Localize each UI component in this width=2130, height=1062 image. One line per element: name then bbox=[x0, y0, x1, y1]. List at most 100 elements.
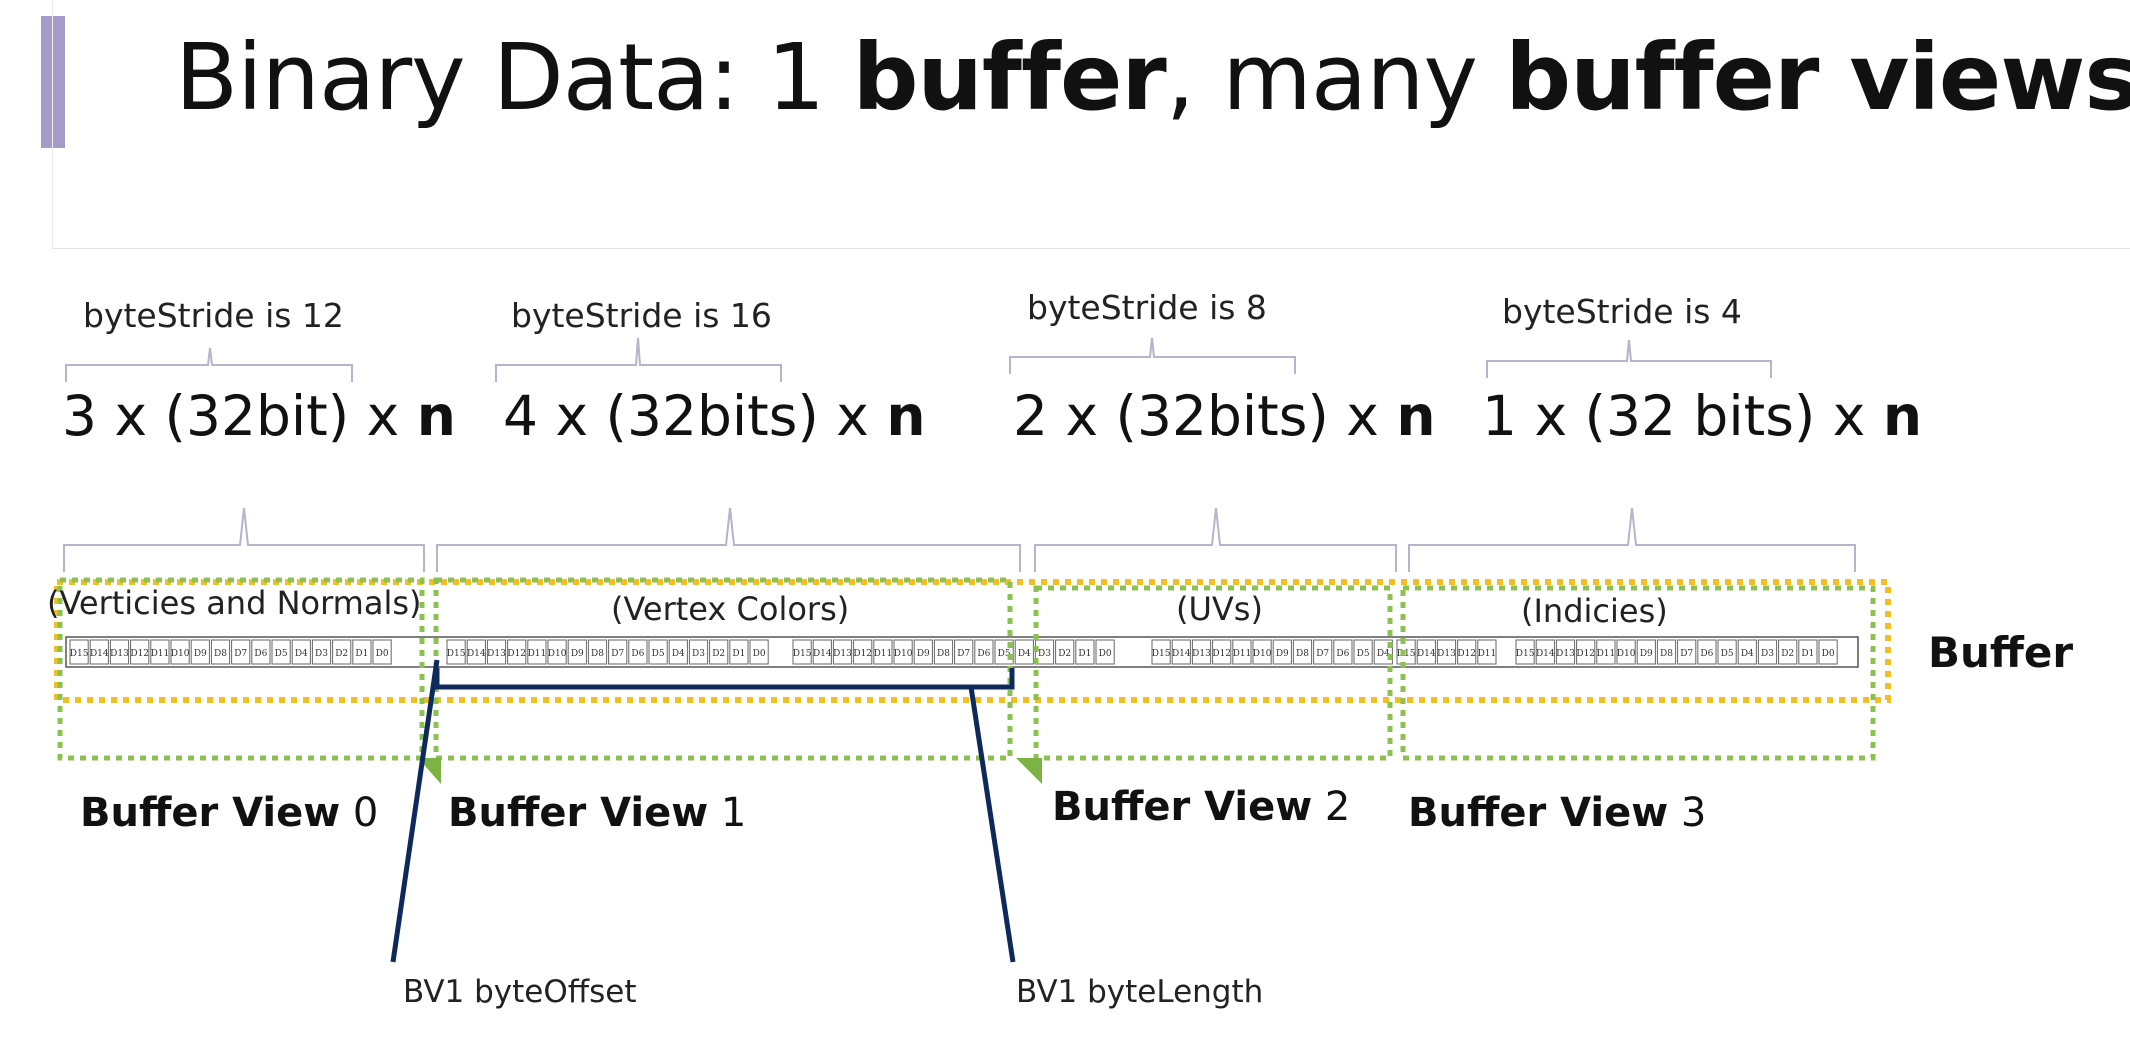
stride-brace-2 bbox=[1009, 337, 1296, 374]
bit-cell bbox=[1212, 639, 1232, 665]
bit-cell bbox=[1737, 639, 1757, 665]
bit-cell bbox=[1272, 639, 1292, 665]
bit-cell bbox=[446, 639, 466, 665]
bit-cell-label: D9 bbox=[1276, 649, 1289, 659]
bit-cell bbox=[1171, 639, 1191, 665]
buffer-view-0-index: 0 bbox=[352, 790, 379, 836]
bit-cell-label: D5 bbox=[998, 649, 1011, 659]
bit-cell-label: D13 bbox=[1437, 649, 1456, 659]
bit-cell-label: D13 bbox=[487, 649, 506, 659]
bit-cell-label: D8 bbox=[1660, 649, 1673, 659]
bit-cell-label: D6 bbox=[1336, 649, 1349, 659]
buffer-view-1-word: Buffer View bbox=[448, 790, 709, 836]
bit-cell bbox=[507, 639, 527, 665]
bit-cell bbox=[332, 639, 352, 665]
bit-cell-label: D7 bbox=[234, 649, 247, 659]
bit-cell-label: D3 bbox=[1038, 649, 1051, 659]
bit-cell-label: D2 bbox=[1058, 649, 1071, 659]
bit-cell bbox=[954, 639, 974, 665]
formula-2-n: n bbox=[1396, 384, 1436, 448]
bit-cell bbox=[231, 639, 251, 665]
length-marker bbox=[1016, 758, 1042, 784]
stride-label-1: byteStride is 16 bbox=[511, 296, 772, 335]
bit-cell bbox=[1353, 639, 1373, 665]
bit-cell bbox=[352, 639, 372, 665]
bit-cell-label: D4 bbox=[295, 649, 308, 659]
bit-cell bbox=[1757, 639, 1778, 665]
bit-cell bbox=[69, 639, 89, 665]
bit-cell-label: D12 bbox=[1576, 649, 1595, 659]
bit-cell bbox=[1191, 639, 1212, 665]
bit-cell bbox=[130, 639, 150, 665]
bit-cell-label: D5 bbox=[275, 649, 288, 659]
bit-cell-label: D7 bbox=[1680, 649, 1693, 659]
bit-cell-label: D1 bbox=[1801, 649, 1814, 659]
bit-cell-label: D11 bbox=[1597, 649, 1616, 659]
bit-cell-label: D11 bbox=[874, 649, 893, 659]
bit-cell-label: D9 bbox=[917, 649, 930, 659]
bit-cell bbox=[1616, 639, 1636, 665]
bit-cell-label: D11 bbox=[151, 649, 170, 659]
bit-cell-label: D11 bbox=[528, 649, 547, 659]
bit-cell-label: D10 bbox=[171, 649, 190, 659]
region-brace-2 bbox=[1034, 507, 1397, 572]
title-frame bbox=[52, 0, 2130, 249]
bit-cell bbox=[933, 639, 954, 665]
bit-cell-label: D4 bbox=[1018, 649, 1031, 659]
bit-cell bbox=[466, 639, 486, 665]
formula-3: 1 x (32 bits) x n bbox=[1482, 384, 1922, 448]
buffer-outline bbox=[54, 579, 1891, 703]
bit-cell-label: D0 bbox=[1822, 649, 1835, 659]
formula-0: 3 x (32bit) x n bbox=[62, 384, 456, 448]
bit-cell-label: D5 bbox=[1357, 649, 1370, 659]
bit-cell-label: D1 bbox=[355, 649, 368, 659]
buffer-label: Buffer bbox=[1928, 628, 2074, 677]
bit-cell bbox=[628, 639, 648, 665]
bit-cell-label: D3 bbox=[1761, 649, 1774, 659]
bit-cell bbox=[608, 639, 628, 665]
formula-2-text: 2 x (32bits) x bbox=[1013, 384, 1397, 448]
bit-cell bbox=[1576, 639, 1596, 665]
bit-cell-label: D6 bbox=[977, 649, 990, 659]
bit-cell bbox=[648, 639, 668, 665]
bit-cell-label: D3 bbox=[692, 649, 705, 659]
title-views-word: buffer views bbox=[1505, 24, 2130, 131]
bit-cell bbox=[1477, 639, 1497, 665]
bit-cell-label: D12 bbox=[507, 649, 526, 659]
formula-3-text: 1 x (32 bits) x bbox=[1482, 384, 1883, 448]
bit-cell-label: D8 bbox=[591, 649, 604, 659]
bit-cell bbox=[567, 639, 587, 665]
bit-cell-label: D13 bbox=[833, 649, 852, 659]
pointer-lines bbox=[390, 659, 1016, 963]
bit-cell bbox=[1697, 639, 1717, 665]
bit-cell-label: D7 bbox=[1316, 649, 1329, 659]
bit-cell bbox=[1798, 639, 1818, 665]
bv1-range-bracket bbox=[434, 668, 1015, 690]
bit-cell bbox=[832, 639, 853, 665]
bit-cell bbox=[1535, 639, 1555, 665]
buffer-view-3-outline bbox=[1400, 585, 1876, 761]
bit-cell bbox=[1677, 639, 1697, 665]
bit-cell-label: D7 bbox=[611, 649, 624, 659]
bit-cell-label: D14 bbox=[1172, 649, 1191, 659]
byte-length-label: BV1 byteLength bbox=[1016, 974, 1264, 1010]
title-part1: Binary Data: 1 bbox=[175, 24, 853, 131]
bit-cell-label: D4 bbox=[1741, 649, 1754, 659]
bit-cell bbox=[291, 639, 311, 665]
bit-cell bbox=[587, 639, 608, 665]
bit-cell bbox=[792, 639, 812, 665]
bit-cell bbox=[1292, 639, 1313, 665]
bit-cell-label: D3 bbox=[315, 649, 328, 659]
bit-cell bbox=[89, 639, 109, 665]
bit-cell-label: D15 bbox=[1516, 649, 1535, 659]
bit-cell bbox=[1055, 639, 1075, 665]
bit-cell bbox=[109, 639, 130, 665]
bit-cell-label: D7 bbox=[957, 649, 970, 659]
bit-cell-label: D8 bbox=[214, 649, 227, 659]
bit-cell bbox=[1151, 639, 1171, 665]
bit-cell-label: D6 bbox=[1700, 649, 1713, 659]
bit-cell bbox=[1396, 639, 1416, 665]
bit-cell bbox=[1656, 639, 1677, 665]
stride-brace-0 bbox=[65, 347, 353, 382]
bit-cell-label: D15 bbox=[70, 649, 89, 659]
